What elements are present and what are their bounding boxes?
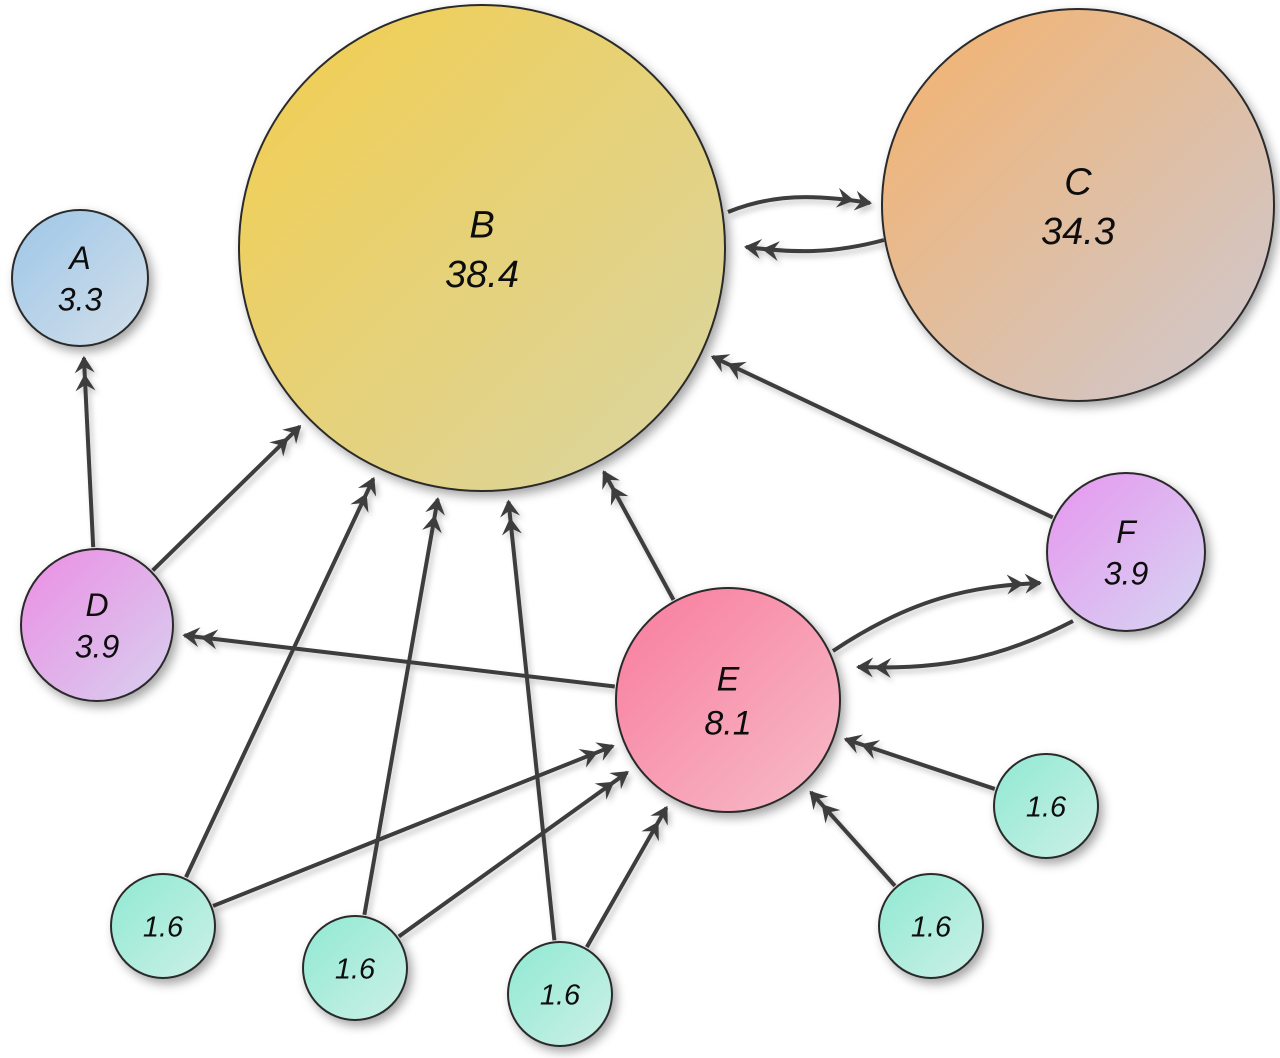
nodes-layer: A 3.3 B 38.4 C 34.3D 3.9E 8.1 F 3.9 1.6 1.6 1.6 1.6 1.…: [11, 4, 1275, 1047]
edge-E-B: [602, 470, 676, 601]
node-G4: 1.6: [878, 873, 984, 979]
node-circle-C: [881, 8, 1275, 402]
edges-layer: [74, 187, 1074, 949]
node-circle-G3: [507, 941, 613, 1047]
node-value-G3: 1.6: [540, 979, 581, 1011]
node-value-F: 3.9: [1104, 556, 1149, 592]
node-circle-B: [238, 4, 726, 492]
edge-G3-B: [500, 499, 557, 941]
node-circle-F: [1046, 472, 1206, 632]
edge-F-B: [710, 354, 1054, 520]
node-circle-G5: [993, 753, 1099, 859]
edge-G2-B: [362, 497, 445, 916]
edge-G2-E: [397, 770, 629, 939]
node-label-B: B: [469, 204, 494, 246]
node-circle-G1: [110, 873, 216, 979]
edge-E-D: [182, 627, 616, 689]
node-value-G5: 1.6: [1026, 791, 1067, 823]
node-label-F: F: [1116, 514, 1138, 550]
node-value-G4: 1.6: [911, 911, 952, 943]
node-label-A: A: [67, 240, 90, 276]
node-circle-D: [20, 548, 174, 702]
edge-D-A: [74, 355, 96, 548]
edge-G1-B: [184, 476, 377, 878]
node-C: C 34.3: [881, 8, 1275, 402]
edge-C-B: [744, 238, 885, 262]
node-circle-G4: [878, 873, 984, 979]
node-G3: 1.6: [507, 941, 613, 1047]
node-B: B 38.4: [238, 4, 726, 492]
node-label-C: C: [1064, 161, 1092, 203]
edge-D-B: [151, 424, 302, 572]
edge-G1-E: [212, 742, 615, 908]
edge-G4-E: [809, 790, 897, 888]
node-label-E: E: [717, 660, 740, 698]
node-value-G2: 1.6: [335, 953, 376, 985]
node-G1: 1.6: [110, 873, 216, 979]
edge-E-F: [831, 573, 1042, 653]
node-circle-A: [11, 209, 149, 347]
edge-G3-E: [585, 805, 669, 949]
node-E: E 8.1: [615, 587, 841, 813]
node-circle-G2: [302, 915, 408, 1021]
node-F: F 3.9: [1046, 472, 1206, 632]
node-A: A 3.3: [11, 209, 149, 347]
node-value-B: 38.4: [445, 254, 519, 296]
node-G2: 1.6: [302, 915, 408, 1021]
node-D: D 3.9: [20, 548, 174, 702]
edge-G5-E: [843, 734, 996, 791]
node-value-C: 34.3: [1041, 211, 1115, 253]
edge-B-C: [727, 187, 872, 214]
node-value-D: 3.9: [75, 629, 120, 665]
node-value-E: 8.1: [704, 705, 751, 743]
node-circle-E: [615, 587, 841, 813]
node-value-A: 3.3: [58, 282, 103, 318]
node-label-D: D: [85, 587, 108, 623]
edge-F-E: [856, 619, 1074, 678]
node-value-G1: 1.6: [143, 911, 184, 943]
node-G5: 1.6: [993, 753, 1099, 859]
